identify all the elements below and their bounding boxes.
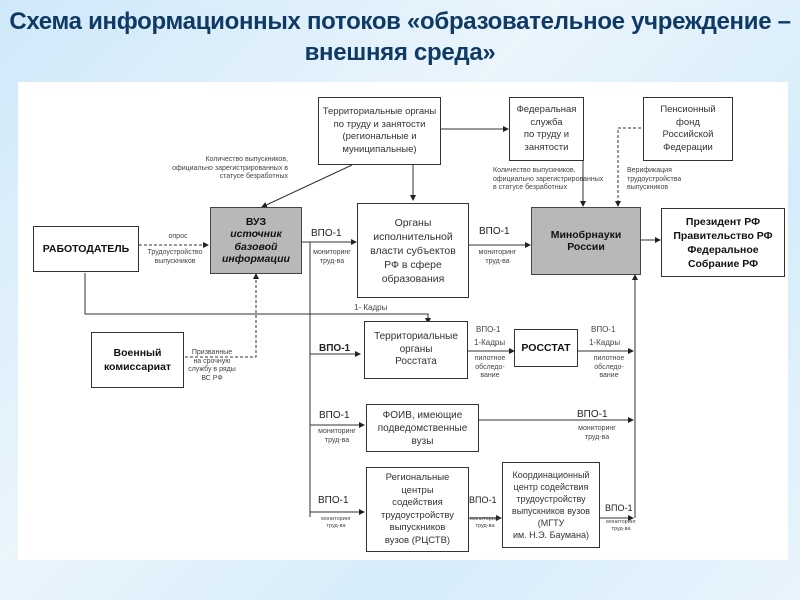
- flow-vpo1-rctsv: ВПО-1: [318, 495, 349, 506]
- node-foiv: ФОИВ, имеющие подведомственные вузы: [366, 404, 479, 452]
- node-rosstat-territorial: Территориальные органы Росстата: [364, 321, 468, 379]
- label-unemployed-left: Количество выпускников, официально зарег…: [172, 156, 288, 180]
- node-regional-executive: Органы исполнительной власти субъектов Р…: [357, 203, 469, 298]
- node-label: Территориальные органы по труду и занято…: [322, 106, 437, 155]
- node-territorial-labor: Территориальные органы по труду и занято…: [318, 97, 441, 165]
- arrow-territorial-to-vuz: [261, 164, 353, 208]
- node-president: Президент РФ Правительство РФ Федерально…: [661, 208, 785, 277]
- label-unemployed-right: Количество выпускников, официально зарег…: [493, 167, 604, 191]
- label-verification: Верификация трудоустройства выпускников: [627, 167, 682, 191]
- label-monitoring-3: мониторинг труд-ва: [318, 428, 356, 444]
- arrow-employer-kadry: [84, 273, 431, 324]
- node-label: Пенсионный фонд Российской Федерации: [660, 104, 716, 153]
- label-monitoring-1: мониторинг труд-ва: [313, 249, 351, 265]
- label-monitoring-5: мониторинг труд-ва: [321, 516, 351, 529]
- arrow-military-to-vuz: [185, 273, 259, 358]
- node-label: РОССТАТ: [521, 341, 571, 354]
- node-employer: РАБОТОДАТЕЛЬ: [33, 226, 139, 272]
- flow-vpo1-coord-out: ВПО-1: [605, 503, 633, 513]
- node-rctsv: Региональные центры содействия трудоустр…: [366, 467, 469, 552]
- label-conscripts: Призванные на срочную службу в ряды ВС Р…: [188, 349, 236, 382]
- node-label: Федеральная служба по труду и занятости: [516, 104, 577, 153]
- node-label: Региональные центры содействия трудоустр…: [381, 472, 454, 546]
- node-federal-labor: Федеральная служба по труду и занятости: [509, 97, 584, 161]
- flow-vpo1-vuz: ВПО-1: [311, 228, 342, 239]
- label-monitoring-6: мониторинг труд-ва: [470, 516, 500, 529]
- label-employment: Трудоустройство выпускников: [147, 249, 203, 265]
- node-pension-fund: Пенсионный фонд Российской Федерации: [643, 97, 733, 161]
- flow-vpo1-from-rosstat: ВПО-1: [591, 325, 616, 334]
- flow-vpo1-coord: ВПО-1: [469, 495, 497, 505]
- flow-vpo1-rosstat-terr: ВПО-1: [319, 343, 351, 354]
- flow-kadry-to-rosstat: 1-Кадры: [474, 338, 506, 347]
- node-label: Президент РФ Правительство РФ Федерально…: [673, 215, 773, 270]
- node-ministry: Минобрнауки России: [531, 207, 641, 275]
- node-rosstat: РОССТАТ: [514, 329, 578, 367]
- node-subtitle: источник базовой информации: [222, 228, 290, 265]
- label-pilot-2: пилотное обсле­до- вание: [593, 355, 625, 379]
- label-monitoring-4: мониторинг труд-ва: [578, 425, 616, 441]
- arrow-pension-to-ministry: [615, 127, 651, 207]
- page-title: Схема информационных потоков «образовате…: [9, 8, 791, 66]
- node-label: ФОИВ, имеющие подведомственные вузы: [377, 409, 468, 447]
- node-label: Военный комиссариат: [103, 347, 172, 373]
- flow-vpo1-regional: ВПО-1: [479, 226, 510, 237]
- node-label: РАБОТОДАТЕЛЬ: [42, 242, 130, 255]
- label-survey: опрос: [168, 233, 188, 240]
- label-kadry-1-dash: 1- Кадры: [354, 303, 388, 312]
- flow-vpo1-foiv-out: ВПО-1: [577, 409, 608, 420]
- label-pilot-1: пилотное обсле­до- вание: [474, 355, 506, 379]
- flow-kadry-from-rosstat: 1-Кадры: [589, 338, 621, 347]
- node-coordination-center: Координационный центр содействия трудоус…: [502, 462, 600, 548]
- flow-vpo1-foiv: ВПО-1: [319, 410, 350, 421]
- node-label: Координационный центр содействия трудоус…: [511, 470, 591, 540]
- node-title: ВУЗ: [245, 215, 267, 228]
- node-university: ВУЗ источник базовой информации: [210, 207, 302, 274]
- node-label: Территориальные органы Росстата: [374, 331, 458, 368]
- node-label: Органы исполнительной власти субъектов Р…: [370, 216, 456, 285]
- node-military: Военный комиссариат: [91, 332, 184, 388]
- flow-vpo1-to-rosstat: ВПО-1: [476, 325, 501, 334]
- label-monitoring-2: мониторинг труд-ва: [478, 249, 517, 265]
- label-monitoring-7: мониторинг труд-ва: [606, 519, 636, 532]
- node-label: Минобрнауки России: [550, 228, 622, 254]
